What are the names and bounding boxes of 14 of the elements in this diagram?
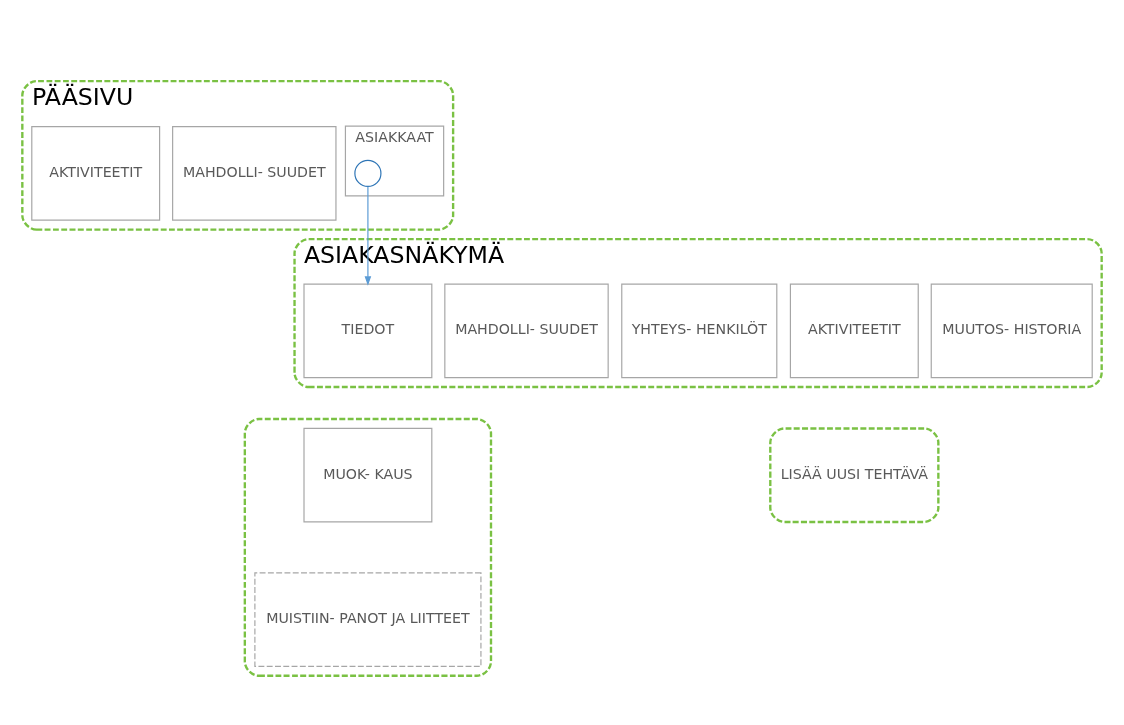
node-box: MUOK- KAUS [303,427,433,523]
node-box: AKTIVITEETIT [31,126,161,221]
node-box: MUISTIIN- PANOT JA LIITTEET [254,572,482,667]
node-box: MAHDOLLI- SUUDET [172,126,337,221]
node-box: YHTEYS- HENKILÖT [621,283,778,379]
cluster: ASIAKKAAT [344,125,445,197]
node-circle [354,159,382,187]
node-box: AKTIVITEETIT [789,283,919,379]
cluster [243,417,493,677]
node-box: MUUTOS- HISTORIA [930,283,1093,379]
node-box: MAHDOLLI- SUUDET [444,283,609,379]
arrow [364,186,372,286]
node-box: TIEDOT [303,283,433,379]
node-box: LISÄÄ UUSI TEHTÄVÄ [769,427,940,524]
